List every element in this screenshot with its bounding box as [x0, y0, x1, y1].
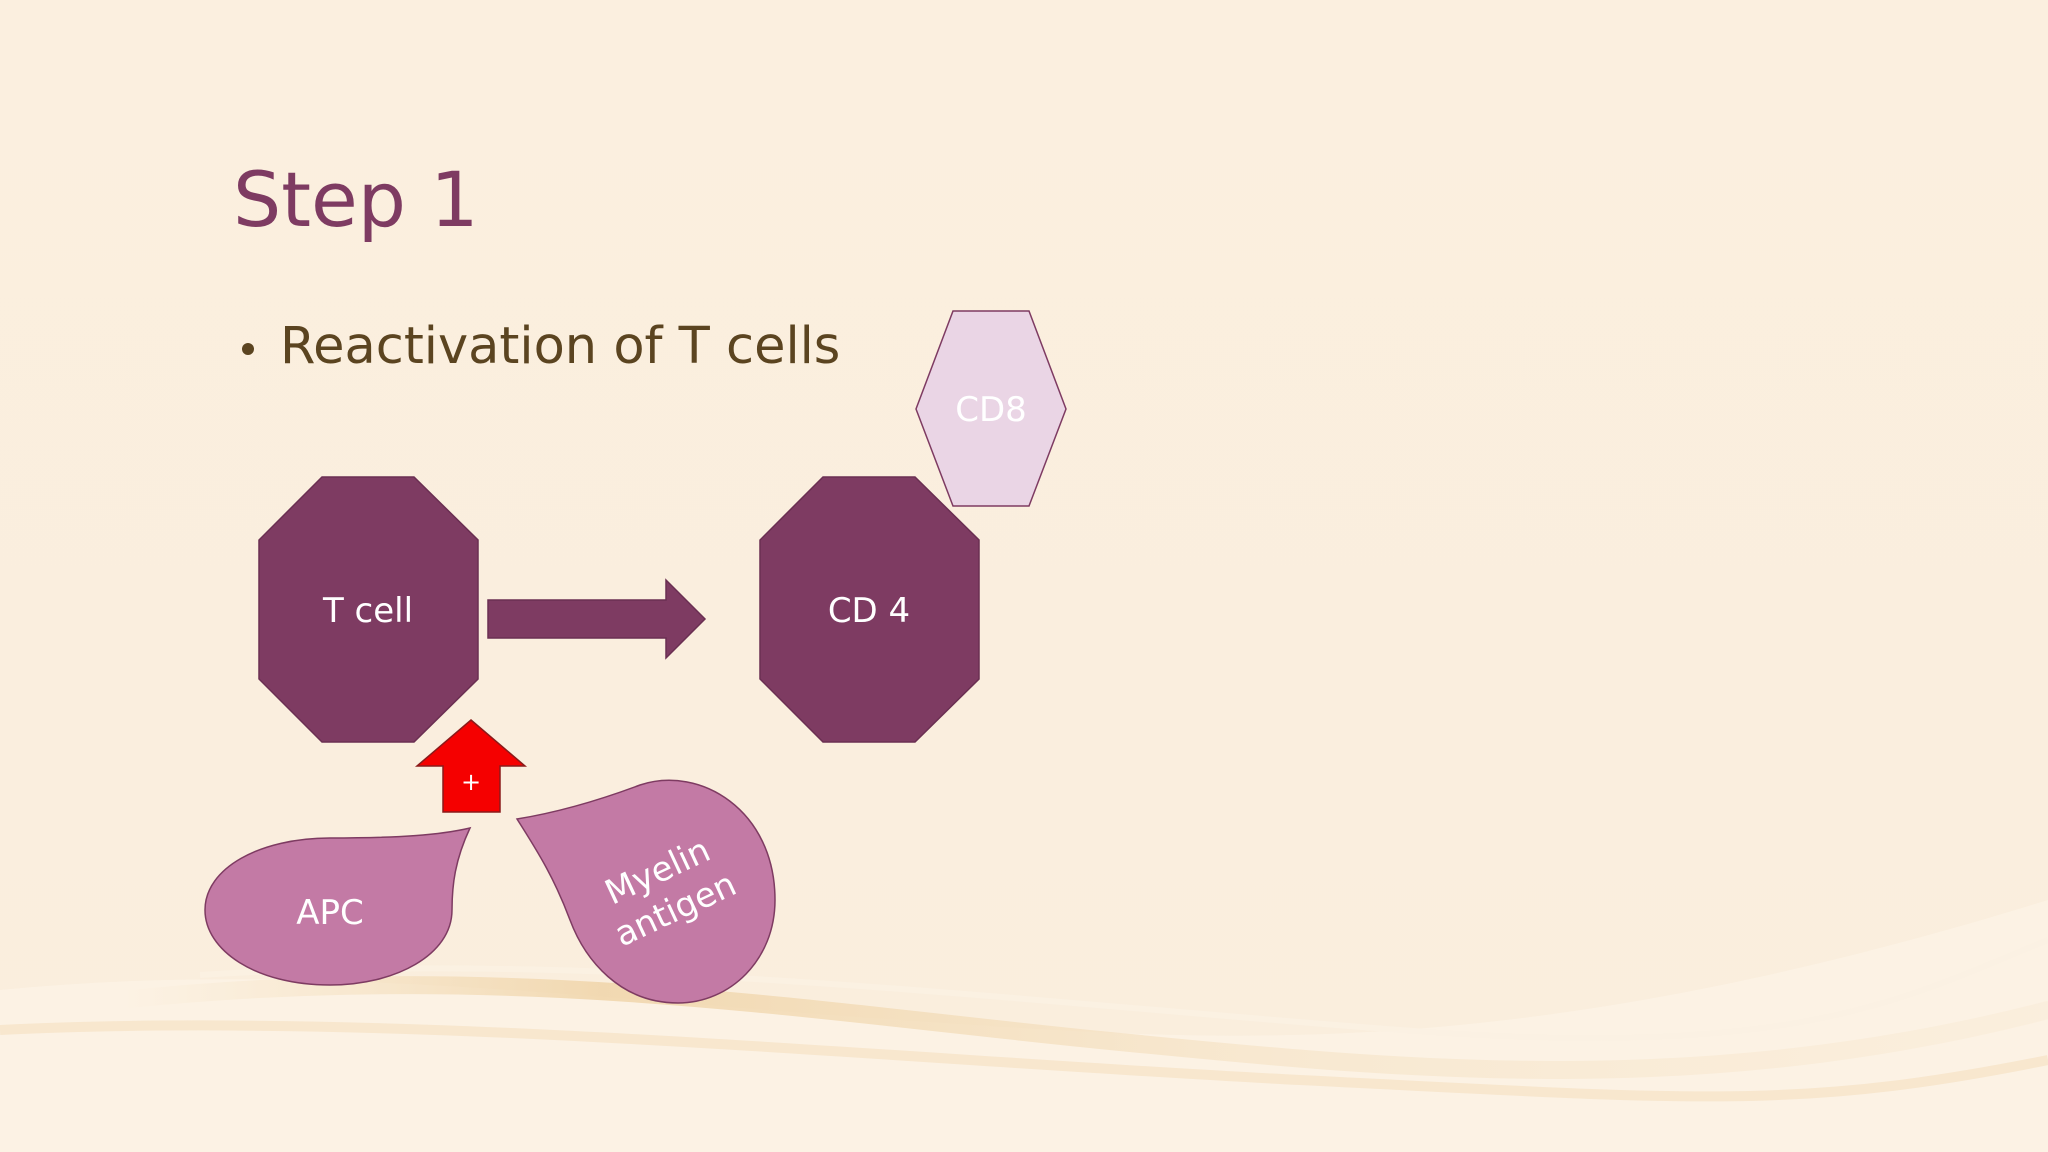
myelin-antigen-node: Myelin antigen [515, 779, 776, 1004]
myelin-antigen-teardrop [515, 779, 776, 1004]
t-cell-node: T cell [258, 476, 479, 743]
t-cell-label: T cell [322, 591, 413, 631]
bullet-dot [242, 343, 254, 355]
slide-title: Step 1 [233, 155, 479, 244]
cd8-hexagon [915, 310, 1067, 507]
apc-teardrop [204, 826, 472, 986]
activation-arrow: + [414, 719, 528, 813]
cd8-node: CD8 [915, 310, 1067, 507]
apc-label: APC [296, 893, 364, 933]
bullet-text: Reactivation of T cells [280, 317, 840, 376]
right-arrow-icon [487, 578, 707, 660]
cd4-octagon [759, 476, 980, 743]
plus-label: + [461, 768, 481, 796]
up-arrow-icon [414, 719, 528, 813]
decorative-wave [0, 900, 2048, 1152]
t-cell-octagon [258, 476, 479, 743]
cd8-label: CD8 [955, 390, 1027, 430]
cd4-node: CD 4 [759, 476, 980, 743]
cd4-label: CD 4 [828, 591, 910, 631]
apc-node: APC [204, 826, 472, 986]
